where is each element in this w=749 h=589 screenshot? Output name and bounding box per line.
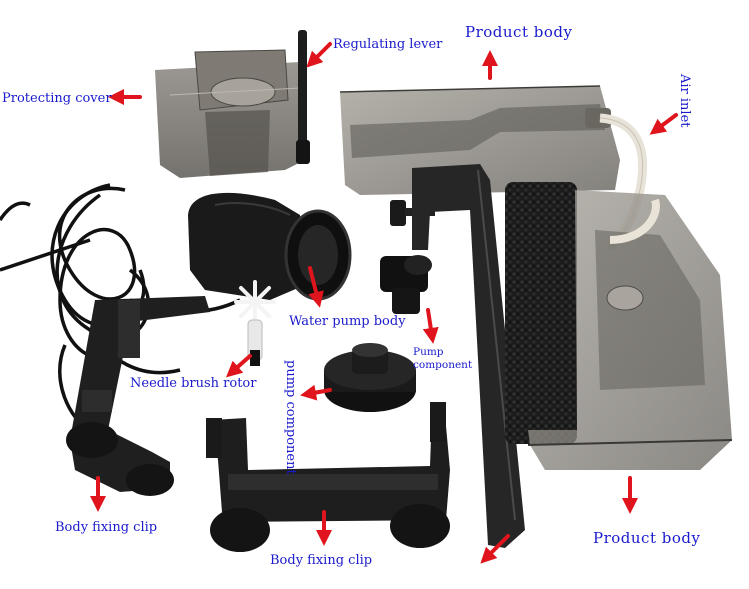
protecting-cover-part bbox=[155, 49, 305, 178]
label-product-body-bottom: Product body bbox=[593, 529, 701, 547]
long-black-bar-part bbox=[412, 164, 525, 548]
arrow-pump-component-center bbox=[300, 384, 332, 401]
label-body-fixing-clip-left: Body fixing clip bbox=[55, 520, 158, 535]
arrow-air-inlet bbox=[649, 113, 678, 135]
product-body-tray-top bbox=[339, 85, 620, 195]
water-pump-body-part bbox=[188, 192, 352, 301]
label-product-body-top: Product body bbox=[465, 23, 573, 41]
label-pump-component-right: Pump component bbox=[413, 346, 472, 372]
label-water-pump-body: Water pump body bbox=[289, 314, 406, 329]
body-fixing-clip-bottom-part bbox=[206, 402, 450, 552]
regulating-lever-part bbox=[296, 30, 310, 164]
label-regulating-lever: Regulating lever bbox=[333, 37, 443, 52]
body-fixing-clip-left-part bbox=[66, 296, 210, 496]
needle-brush-rotor-part bbox=[234, 280, 276, 366]
product-body-box-bottom bbox=[527, 190, 733, 470]
arrow-regulating-lever bbox=[306, 42, 332, 68]
label-needle-brush-rotor: Needle brush rotor bbox=[130, 376, 257, 391]
pointer-arrows bbox=[90, 42, 678, 564]
arrow-long-bar bbox=[480, 534, 510, 564]
label-pump-component-center: pump component bbox=[283, 360, 298, 475]
pump-component-center-part bbox=[324, 343, 416, 412]
label-pump-component-right-line2: component bbox=[413, 359, 473, 371]
arrow-water-pump-body bbox=[308, 266, 324, 308]
label-air-inlet: Air inlet bbox=[677, 74, 692, 128]
label-body-fixing-clip-bottom: Body fixing clip bbox=[270, 553, 373, 568]
label-pump-component-right-line1: Pump bbox=[413, 346, 444, 358]
filter-sponge bbox=[505, 182, 577, 444]
label-protecting-cover: Protecting cover bbox=[2, 91, 112, 106]
arrow-needle-brush-rotor bbox=[226, 354, 252, 378]
arrow-pump-component-right bbox=[422, 308, 439, 344]
